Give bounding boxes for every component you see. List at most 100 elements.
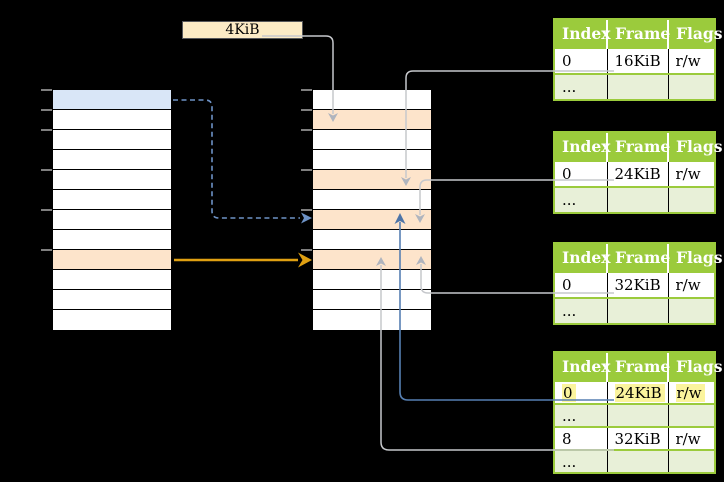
cell [606, 449, 668, 472]
column-header: Index [555, 244, 610, 272]
column-header: Index [555, 133, 610, 161]
cell: 0 [555, 47, 607, 74]
cell: 16KiB [606, 47, 668, 74]
cell: r/w [667, 47, 714, 74]
cell: 0 [555, 271, 607, 298]
middle-row-10 [313, 290, 431, 310]
tick-mark [301, 209, 312, 211]
table-row: ... [555, 449, 714, 472]
cell [667, 186, 714, 212]
column-header: Flags [667, 20, 723, 48]
cell [606, 73, 668, 99]
table-row: 0 24KiB r/w [555, 380, 714, 404]
cell: 0 [555, 380, 607, 404]
cell: ... [555, 297, 607, 323]
tick-mark [41, 129, 52, 131]
physical-memory-grid [312, 89, 432, 331]
cell: r/w [667, 426, 714, 450]
column-header: Flags [667, 244, 723, 272]
table-row: ... [555, 297, 714, 323]
cell: r/w [667, 271, 714, 298]
tick-mark [301, 89, 312, 91]
table-row: ... [555, 403, 714, 427]
cell: ... [555, 449, 607, 472]
cell: ... [555, 403, 607, 427]
table-row: ... [555, 186, 714, 212]
tick-mark [301, 109, 312, 111]
middle-row-8 [313, 250, 431, 270]
left-row-6 [53, 210, 171, 230]
column-header: Frame [606, 353, 670, 381]
column-header: Index [555, 353, 610, 381]
tick-mark [41, 89, 52, 91]
cell: 24KiB [606, 380, 668, 404]
middle-row-5 [313, 190, 431, 210]
tick-mark [41, 109, 52, 111]
highlighted-value: r/w [675, 383, 705, 402]
tick-mark [301, 129, 312, 131]
tick-mark [41, 209, 52, 211]
middle-row-9 [313, 270, 431, 290]
left-row-0 [53, 90, 171, 110]
left-row-9 [53, 270, 171, 290]
cell: ... [555, 186, 607, 212]
cell: ... [555, 73, 607, 99]
middle-row-11 [313, 310, 431, 330]
page-size-label: 4KiB [182, 21, 303, 39]
column-header: Index [555, 20, 610, 48]
arrowhead-right-icon [301, 212, 312, 224]
left-row-2 [53, 130, 171, 150]
cell: 32KiB [606, 426, 668, 450]
tick-mark [41, 169, 52, 171]
left-row-11 [53, 310, 171, 330]
column-header: Frame [606, 20, 670, 48]
middle-row-6 [313, 210, 431, 230]
cell: r/w [667, 380, 714, 404]
left-row-8 [53, 250, 171, 270]
middle-row-2 [313, 130, 431, 150]
left-row-10 [53, 290, 171, 310]
cell: 24KiB [606, 160, 668, 187]
virtual-memory-grid [52, 89, 172, 331]
tick-mark [41, 249, 52, 251]
cell: 8 [555, 426, 607, 450]
tick-mark [301, 249, 312, 251]
cell: 0 [555, 160, 607, 187]
left-row-7 [53, 230, 171, 250]
cell [606, 297, 668, 323]
middle-row-1 [313, 110, 431, 130]
cell [667, 403, 714, 427]
highlighted-value: 0 [562, 383, 576, 402]
table-row: ... [555, 73, 714, 99]
cell [667, 297, 714, 323]
cell [667, 449, 714, 472]
middle-row-0 [313, 90, 431, 110]
cell: 32KiB [606, 271, 668, 298]
cell: r/w [667, 160, 714, 187]
left-row-3 [53, 150, 171, 170]
column-header: Frame [606, 244, 670, 272]
middle-row-3 [313, 150, 431, 170]
arrowhead-right-icon [298, 252, 312, 268]
column-header: Flags [667, 133, 723, 161]
cell [606, 186, 668, 212]
column-header: Flags [667, 353, 723, 381]
left-row-4 [53, 170, 171, 190]
left-row-5 [53, 190, 171, 210]
middle-row-7 [313, 230, 431, 250]
column-header: Frame [606, 133, 670, 161]
cell [606, 403, 668, 427]
cell [667, 73, 714, 99]
highlighted-value: 24KiB [614, 383, 665, 402]
middle-row-4 [313, 170, 431, 190]
left-row-1 [53, 110, 171, 130]
